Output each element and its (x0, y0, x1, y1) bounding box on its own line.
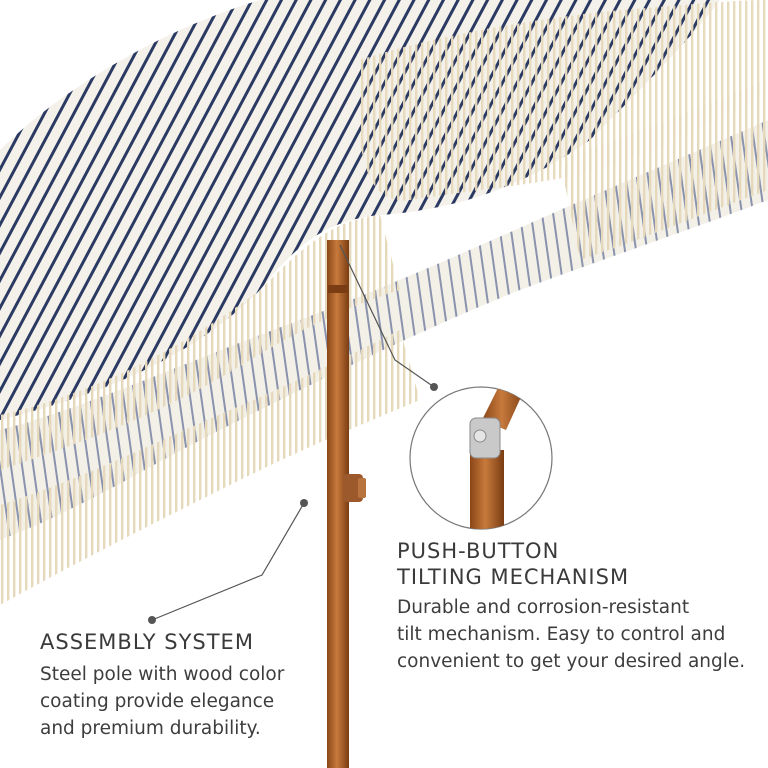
fringe-right (560, 80, 768, 260)
push-button-description-line-2: tilt mechanism. Easy to control and (397, 624, 726, 645)
leader-dot-assembly (148, 616, 156, 624)
push-button-description-line-3: convenient to get your desired angle. (397, 651, 746, 672)
umbrella-pole (327, 240, 349, 768)
push-button-description-line-1: Durable and corrosion-resistant (397, 597, 690, 618)
leader-line-tilt (339, 244, 435, 388)
push-button-title: PUSH-BUTTON TILTING MECHANISM (397, 538, 629, 590)
push-button-title-line-2: TILTING MECHANISM (397, 565, 630, 589)
leader-dot-assembly-start (300, 499, 308, 507)
assembly-description-line-1: Steel pole with wood color (40, 664, 285, 685)
fringe-middle (0, 215, 400, 470)
assembly-description: Steel pole with wood color coating provi… (40, 661, 284, 742)
leader-dot-tilt (430, 383, 438, 391)
assembly-description-line-2: coating provide elegance (40, 691, 275, 712)
pole-collar (328, 285, 348, 293)
assembly-title-line-1: ASSEMBLY SYSTEM (40, 630, 254, 654)
tilt-knob-cap (358, 478, 366, 498)
assembly-description-line-3: and premium durability. (40, 718, 261, 739)
fringe-upper (360, 0, 768, 201)
push-button-title-line-1: PUSH-BUTTON (397, 539, 560, 563)
zoom-circle (409, 386, 553, 530)
leader-line-assembly (151, 502, 305, 621)
fringe-lower (0, 330, 420, 605)
assembly-title: ASSEMBLY SYSTEM (40, 629, 254, 655)
push-button-description: Durable and corrosion-resistant tilt mec… (397, 594, 745, 675)
